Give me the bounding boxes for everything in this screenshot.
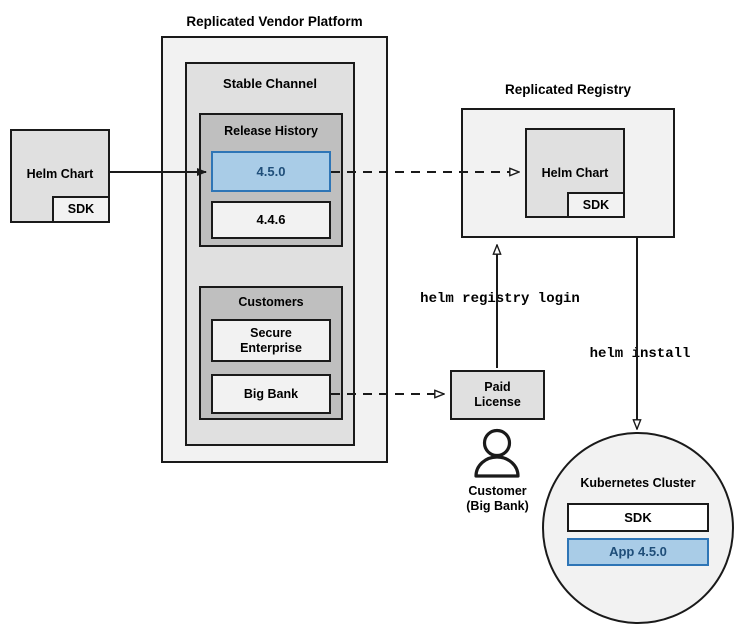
kubernetes-cluster-label: Kubernetes Cluster xyxy=(580,476,696,490)
registry-sdk[interactable]: SDK xyxy=(567,192,625,218)
helm-registry-login-command: helm registry login xyxy=(420,291,580,307)
stable-channel-label: Stable Channel xyxy=(223,76,317,91)
source-sdk[interactable]: SDK xyxy=(52,196,110,223)
customers-label: Customers xyxy=(238,295,304,309)
replicated-registry-title: Replicated Registry xyxy=(504,82,632,97)
paid-license-box[interactable]: Paid License xyxy=(450,370,545,420)
helm-install-command: helm install xyxy=(589,346,691,362)
customer-secure-enterprise[interactable]: Secure Enterprise xyxy=(211,319,331,362)
cluster-sdk-box[interactable]: SDK xyxy=(567,503,709,532)
customer-person-icon xyxy=(474,428,520,478)
release-version-current[interactable]: 4.5.0 xyxy=(211,151,331,192)
registry-helm-chart-label: Helm Chart xyxy=(541,166,609,180)
release-version-previous[interactable]: 4.4.6 xyxy=(211,201,331,239)
cluster-app-box[interactable]: App 4.5.0 xyxy=(567,538,709,566)
customer-big-bank[interactable]: Big Bank xyxy=(211,374,331,414)
source-helm-chart-label: Helm Chart xyxy=(26,167,94,181)
release-history-label: Release History xyxy=(224,124,318,138)
customer-person-label: Customer (Big Bank) xyxy=(466,484,529,513)
vendor-platform-title: Replicated Vendor Platform xyxy=(186,14,363,29)
